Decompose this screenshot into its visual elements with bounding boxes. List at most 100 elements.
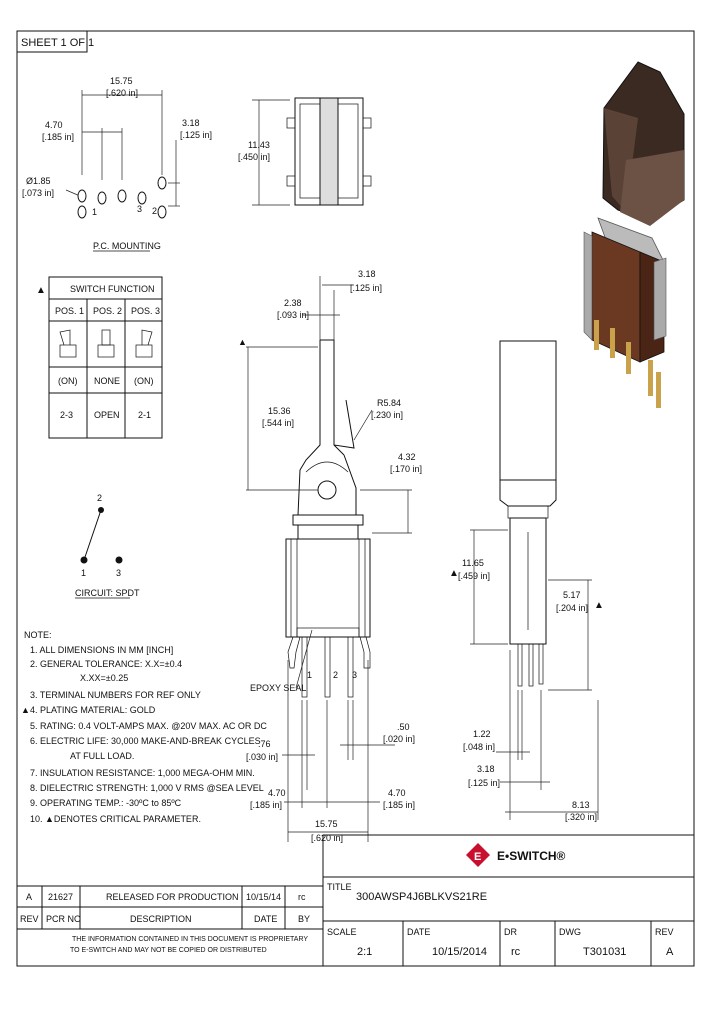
by-cell: rc [298, 892, 306, 902]
rev-value: A [666, 946, 674, 958]
dim-1165: 11.65 [462, 558, 484, 568]
dim-1536-in: [.544 in] [262, 418, 294, 428]
note-item: 1. ALL DIMENSIONS IN MM [INCH] [30, 645, 173, 655]
pin-label: 2 [152, 206, 157, 216]
connection-cell: 2-3 [60, 410, 73, 420]
side-view: ▲ 11.65 [.459 in] 5.17 [.204 in] ▲ 1.22 … [449, 340, 604, 822]
dr-value: rc [511, 946, 521, 958]
notes-heading: NOTE: [24, 630, 52, 640]
connection-cell: 2-1 [138, 410, 151, 420]
scale-label: SCALE [327, 927, 357, 937]
dim-r584: R5.84 [377, 398, 401, 408]
col-header: POS. 1 [55, 306, 84, 316]
dim-hole-mm: Ø1.85 [26, 176, 51, 186]
col-header: POS. 2 [93, 306, 122, 316]
pin-label: 3 [137, 204, 142, 214]
dim-076-in: [.030 in] [246, 752, 278, 762]
position-3-icon [135, 329, 153, 358]
state-cell: (ON) [134, 376, 154, 386]
terminal-label: 1 [307, 670, 312, 680]
dim-050: .50 [397, 722, 410, 732]
logo-mark: E [474, 851, 481, 863]
dim-row-in: [.125 in] [180, 130, 212, 140]
circuit-label-1: 1 [81, 568, 86, 578]
desc-header: DESCRIPTION [130, 914, 192, 924]
drawing-title: 300AWSP4J6BLKVS21RE [356, 891, 487, 903]
dim-813-in: [.320 in] [565, 812, 597, 822]
dim-pitch-mm: 4.70 [45, 120, 63, 130]
dwg-label: DWG [559, 927, 581, 937]
desc-cell: RELEASED FOR PRODUCTION [106, 892, 239, 902]
dim-hole-in: [.073 in] [22, 188, 54, 198]
circuit-label-2: 2 [97, 493, 102, 503]
note-item: X.XX=±0.25 [80, 673, 128, 683]
top-view: 11.43 [.450 in] [238, 97, 372, 206]
dim-width-in: [.620 in] [106, 88, 138, 98]
note-item: 9. OPERATING TEMP.: -30ºC to 85ºC [30, 798, 182, 808]
dim-318-side-in: [.125 in] [468, 778, 500, 788]
dim-470a-in: [.185 in] [250, 800, 282, 810]
dr-label: DR [504, 927, 517, 937]
switch-3d-render [583, 61, 685, 408]
dim-318-in: [.125 in] [350, 283, 382, 293]
title-block: TITLE 300AWSP4J6BLKVS21RE SCALE 2:1 DATE… [322, 835, 694, 966]
pcr-cell: 21627 [48, 892, 73, 902]
terminal-label: 3 [352, 670, 357, 680]
pin-label: 1 [92, 207, 97, 217]
disclaimer-line: THE INFORMATION CONTAINED IN THIS DOCUME… [72, 936, 308, 943]
switch-function-title: SWITCH FUNCTION [70, 284, 155, 294]
dim-1575: 15.75 [315, 819, 338, 829]
dim-pitch-in: [.185 in] [42, 132, 74, 142]
e-switch-logo: E E•SWITCH® [323, 834, 694, 867]
date-value: 10/15/2014 [432, 946, 487, 958]
circuit-label-3: 3 [116, 568, 121, 578]
rev-label: REV [655, 927, 674, 937]
date-cell: 10/15/14 [246, 892, 281, 902]
dim-1575-in: [.620 in] [311, 833, 343, 843]
dim-r584-in: [.230 in] [371, 410, 403, 420]
sheet-label-box [16, 30, 88, 53]
dwg-value: T301031 [583, 946, 626, 958]
note-item: 8. DIELECTRIC STRENGTH: 1,000 V RMS @SEA… [30, 783, 264, 793]
position-1-icon [59, 329, 77, 358]
date-header: DATE [254, 914, 277, 924]
pcb-hole [117, 189, 127, 203]
by-header: BY [298, 914, 310, 924]
dim-height-in: [.450 in] [238, 152, 270, 162]
note-item: 4. PLATING MATERIAL: GOLD [30, 705, 156, 715]
circuit-diagram: 2 1 3 CIRCUIT: SPDT [75, 493, 140, 599]
dim-arrow: ▲ [238, 337, 247, 347]
circuit-title: CIRCUIT: SPDT [75, 588, 140, 598]
dim-122-in: [.048 in] [463, 742, 495, 752]
dim-076: .76 [258, 739, 271, 749]
scale-value: 2:1 [357, 946, 372, 958]
dim-122: 1.22 [473, 729, 491, 739]
dim-470b-in: [.185 in] [383, 800, 415, 810]
note-item: 3. TERMINAL NUMBERS FOR REF ONLY [30, 690, 201, 700]
dim-1536: 15.36 [268, 406, 291, 416]
note-item: 10. ▲DENOTES CRITICAL PARAMETER. [30, 814, 201, 824]
note-item: 5. RATING: 0.4 VOLT-AMPS MAX. @20V MAX. … [30, 721, 267, 731]
critical-marker: ▲ [449, 568, 459, 579]
connection-cell: OPEN [94, 410, 120, 420]
disclaimer-line: TO E-SWITCH AND MAY NOT BE COPIED OR DIS… [70, 947, 267, 954]
note-item: 6. ELECTRIC LIFE: 30,000 MAKE-AND-BREAK … [30, 736, 261, 746]
note-item: AT FULL LOAD. [70, 751, 134, 761]
pcb-hole [157, 176, 167, 190]
critical-marker: ▲ [36, 285, 46, 296]
dim-470b: 4.70 [388, 788, 406, 798]
dim-470a: 4.70 [268, 788, 286, 798]
dim-050-in: [.020 in] [383, 734, 415, 744]
pcb-hole [77, 205, 87, 219]
dim-238: 2.38 [284, 298, 302, 308]
front-view: 1 2 3 3.18 [.125 in] 2.38 [.093 in] R5.8… [238, 269, 422, 843]
sheet-border [16, 30, 695, 967]
pcb-hole [77, 189, 87, 203]
dim-row-mm: 3.18 [182, 118, 200, 128]
dim-517: 5.17 [563, 590, 581, 600]
dim-813: 8.13 [572, 800, 590, 810]
dim-238-in: [.093 in] [277, 310, 309, 320]
critical-marker: ▲ [594, 600, 604, 611]
